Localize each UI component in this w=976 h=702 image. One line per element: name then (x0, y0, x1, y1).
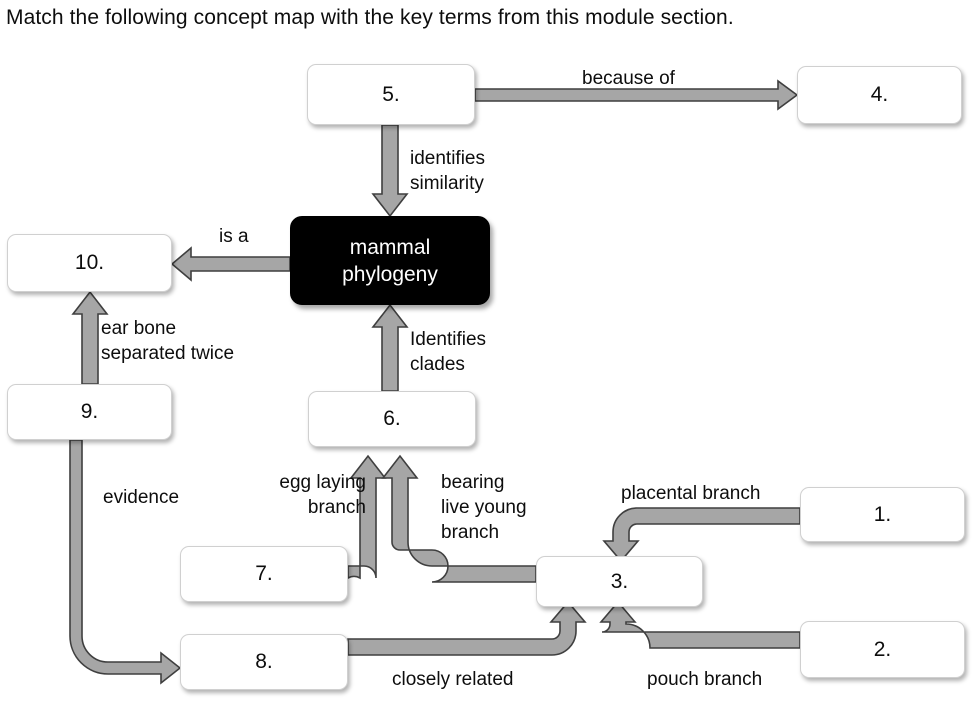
edge-label-ear-bone-separated-twice: ear bone separated twice (101, 318, 235, 364)
node-3[interactable]: 3. (536, 556, 703, 607)
node-1[interactable]: 1. (800, 487, 965, 542)
node-4[interactable]: 4. (797, 66, 962, 124)
node-8-label: 8. (255, 650, 273, 673)
node-10[interactable]: 10. (7, 234, 172, 292)
edge-identifies-clades (371, 303, 409, 392)
page-title: Match the following concept map with the… (6, 6, 734, 29)
node-7-label: 7. (255, 562, 273, 585)
node-6-label: 6. (383, 407, 401, 430)
edge-identifies-similarity (371, 124, 409, 218)
node-2[interactable]: 2. (800, 621, 965, 678)
node-6[interactable]: 6. (308, 391, 476, 447)
edge-because-of (474, 79, 799, 111)
edge-label-closely-related: closely related (392, 669, 514, 690)
edge-bearing-live-young-branch (381, 454, 537, 583)
edge-ear-bone-separated-twice (71, 290, 109, 385)
edge-label-bearing-live-young-branch: bearing live young branch (441, 472, 527, 543)
edge-label-identifies-similarity: identifies similarity (410, 148, 485, 194)
node-mammal-phylogeny[interactable]: mammal phylogeny (290, 216, 490, 305)
edge-pouch-branch (599, 600, 801, 649)
edge-label-because-of: because of (582, 68, 675, 89)
node-8[interactable]: 8. (180, 634, 348, 690)
edge-label-identifies-clades: Identifies clades (410, 329, 487, 375)
edge-label-egg-laying-branch: egg laying branch (279, 472, 366, 518)
node-5[interactable]: 5. (307, 64, 475, 125)
node-mammal-phylogeny-label: mammal phylogeny (342, 235, 438, 286)
edge-label-placental-branch: placental branch (621, 483, 761, 504)
edge-label-pouch-branch: pouch branch (647, 669, 763, 690)
node-1-label: 1. (873, 502, 892, 526)
node-5-label: 5. (382, 82, 400, 106)
edge-label-is-a: is a (219, 226, 249, 247)
node-9-label: 9. (80, 400, 99, 423)
node-9[interactable]: 9. (7, 384, 172, 440)
node-10-label: 10. (74, 251, 105, 274)
edge-is-a (170, 246, 291, 282)
node-7[interactable]: 7. (180, 546, 348, 602)
edge-placental-branch (602, 507, 801, 563)
node-2-label: 2. (873, 637, 892, 661)
edge-label-evidence: evidence (103, 487, 180, 508)
node-4-label: 4. (870, 83, 889, 106)
edge-closely-related (347, 600, 587, 656)
edge-evidence (69, 439, 182, 685)
node-3-label: 3. (610, 569, 629, 593)
